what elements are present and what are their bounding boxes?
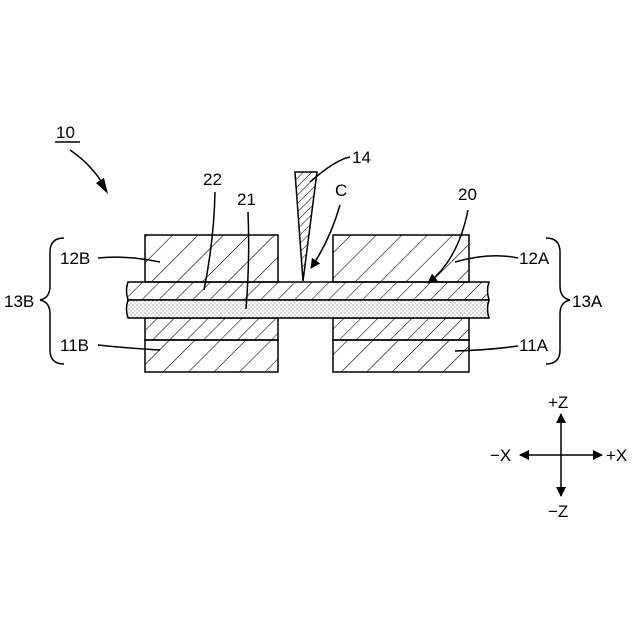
upper-right-block-label: 12A (519, 249, 550, 268)
lower-left-block (145, 340, 278, 372)
figure-ref-label: 10 (56, 123, 75, 142)
axis-plus-x-label: +X (606, 446, 627, 465)
upper-right-block (333, 235, 469, 282)
figure-ref-arrowhead (96, 178, 108, 194)
lower-left-block-label: 11B (60, 336, 89, 355)
cut-point-label: C (335, 181, 347, 200)
sheet-upper-layer (127, 282, 490, 300)
sheet-lower-layer (127, 300, 490, 318)
axis-minus-z-label: −Z (548, 502, 568, 521)
lower-right-block-top (333, 318, 469, 340)
sheet-label: 20 (458, 185, 477, 204)
axis-plus-z-label: +Z (548, 393, 568, 412)
right-group-label: 13A (572, 292, 603, 311)
lower-layer-label: 21 (237, 190, 256, 209)
left-group-label: 13B (4, 292, 34, 311)
right-group-brace (546, 238, 570, 364)
axis-minus-x-label: −X (490, 446, 511, 465)
upper-left-block-label: 12B (60, 249, 90, 268)
lower-right-block-label: 11A (519, 336, 549, 355)
upper-layer-label: 22 (203, 170, 222, 189)
blade-label: 14 (352, 148, 371, 167)
lower-left-block-top (145, 318, 278, 340)
axis-indicator (520, 414, 602, 496)
lower-right-block (333, 340, 469, 372)
figure-ref-leader (70, 150, 104, 186)
